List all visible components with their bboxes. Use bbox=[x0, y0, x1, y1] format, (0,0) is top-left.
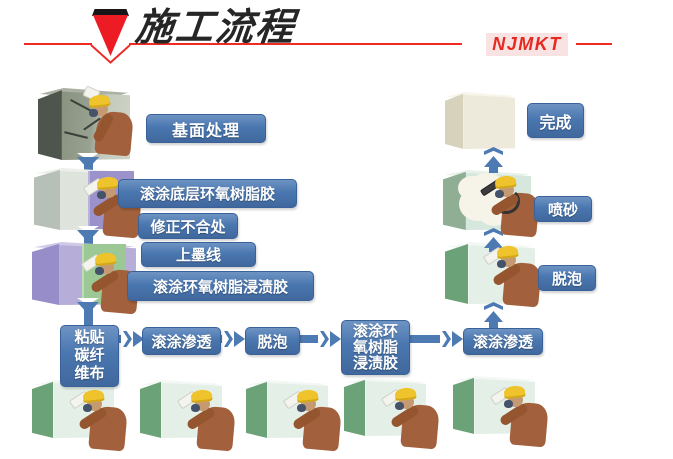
brand-badge: NJMKT bbox=[486, 33, 568, 56]
worker-rolling-illustration bbox=[282, 388, 350, 452]
label-roll-primer-epoxy: 滚涂底层环氧树脂胶 bbox=[118, 179, 297, 208]
arrow-right-icon bbox=[298, 331, 341, 347]
worker-rolling-illustration bbox=[82, 175, 150, 239]
worker-sandblasting-illustration bbox=[479, 174, 548, 238]
label-surface-preparation: 基面处理 bbox=[146, 114, 266, 143]
arrow-down-icon bbox=[77, 226, 99, 242]
arrow-right-icon bbox=[116, 331, 144, 347]
worker-rolling-illustration bbox=[80, 251, 148, 315]
divider-line-right bbox=[576, 43, 612, 45]
arrow-up-icon bbox=[484, 302, 503, 329]
label-roll-penetrate-1: 滚涂渗透 bbox=[142, 327, 221, 355]
worker-rolling-illustration bbox=[68, 388, 136, 452]
label-complete: 完成 bbox=[527, 103, 584, 138]
arrow-down-icon bbox=[77, 298, 99, 314]
label-roll-penetrate-2: 滚涂渗透 bbox=[463, 328, 543, 355]
arrow-right-icon bbox=[219, 331, 245, 347]
label-ink-line: 上墨线 bbox=[141, 242, 256, 267]
triangle-top-bar bbox=[92, 9, 129, 16]
label-defoam-1: 脱泡 bbox=[245, 327, 300, 355]
worker-rolling-illustration bbox=[380, 386, 448, 450]
page-title: 施工流程 bbox=[133, 7, 298, 49]
illustration-finished-block bbox=[445, 92, 515, 149]
label-paste-carbon-cloth: 粘贴 碳纤 维布 bbox=[60, 325, 119, 387]
arrow-right-icon bbox=[408, 331, 463, 347]
worker-rolling-illustration bbox=[482, 244, 550, 308]
arrow-down-icon bbox=[77, 153, 99, 169]
label-sandblast: 喷砂 bbox=[534, 196, 592, 222]
label-roll-epoxy-impregnation: 滚涂环氧树脂浸渍胶 bbox=[127, 271, 314, 301]
label-fix-defects: 修正不合处 bbox=[138, 213, 238, 239]
arrow-up-icon bbox=[484, 147, 503, 173]
label-roll-epoxy-impregnation-2: 滚涂环 氧树脂 浸渍胶 bbox=[341, 320, 410, 375]
divider-line-mid bbox=[129, 43, 462, 45]
worker-rolling-illustration bbox=[176, 388, 244, 452]
divider-line-left bbox=[24, 43, 92, 45]
worker-chiseling-illustration bbox=[82, 85, 142, 157]
label-defoam-2: 脱泡 bbox=[538, 265, 596, 291]
worker-rolling-illustration bbox=[489, 384, 557, 448]
